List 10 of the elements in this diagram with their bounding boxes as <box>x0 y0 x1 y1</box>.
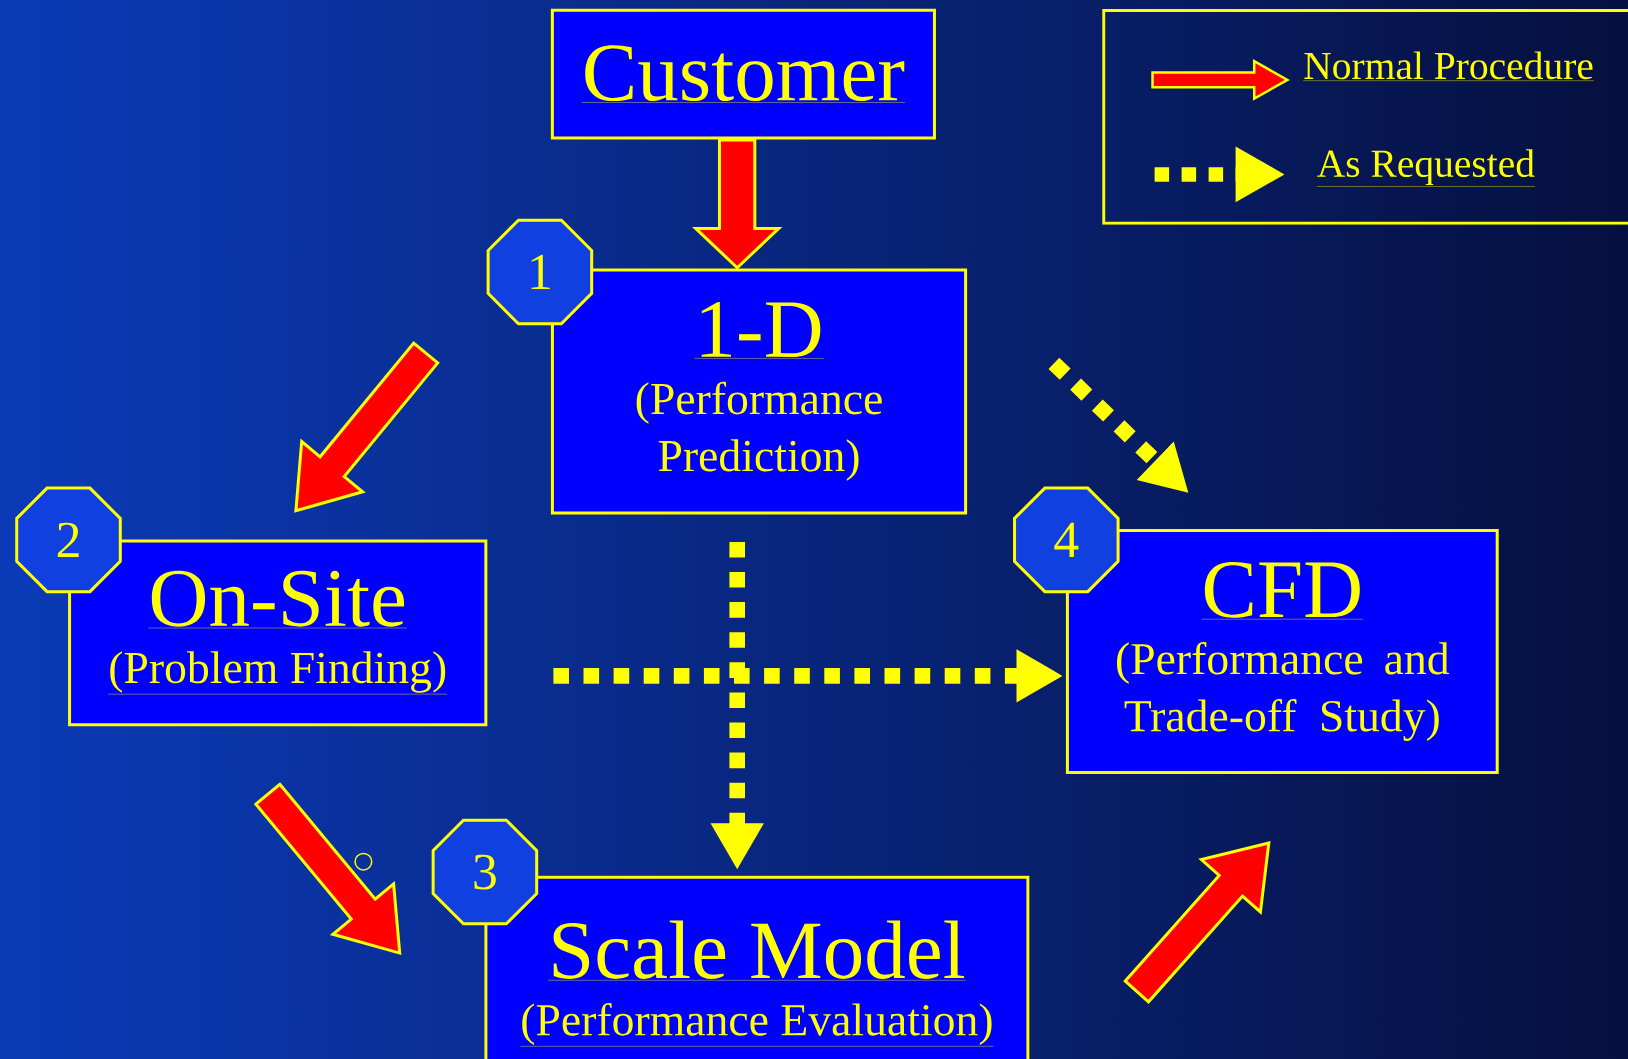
step-badge: 3 <box>431 818 539 926</box>
process-box: 1-D (Performance Prediction) <box>550 268 968 515</box>
process-box: Customer <box>550 8 936 140</box>
legend-label: Normal Procedure <box>1303 51 1595 81</box>
step-badge: 4 <box>1013 486 1120 594</box>
arrow <box>691 138 783 270</box>
arrow <box>1123 841 1271 1004</box>
step-badge: 2 <box>15 486 122 594</box>
step-badge: 1 <box>486 218 594 326</box>
legend-label: As Requested <box>1316 149 1536 187</box>
